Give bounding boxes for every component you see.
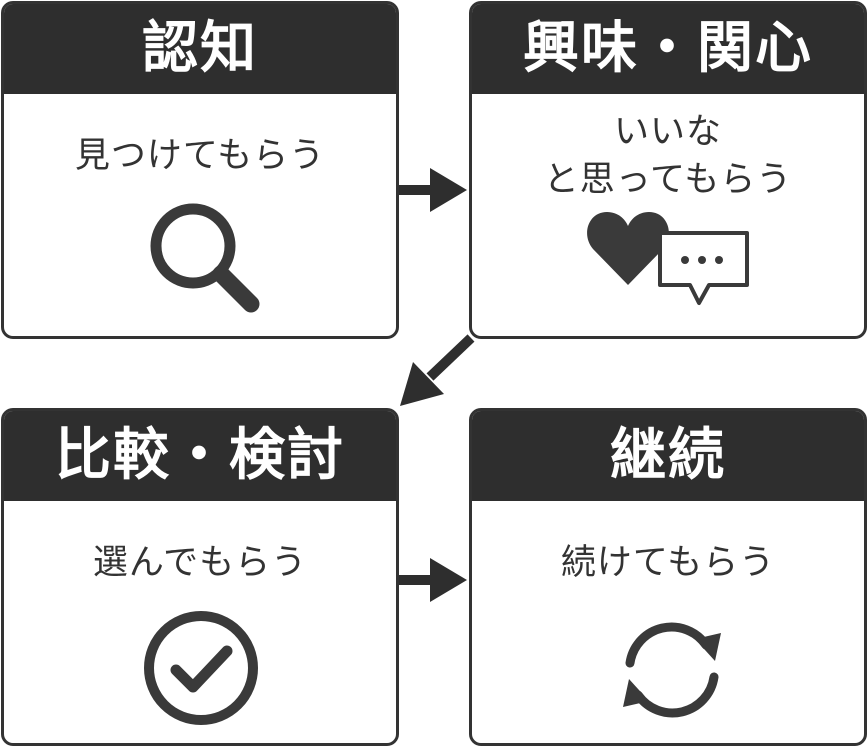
stage-header: 興味・関心 bbox=[472, 4, 864, 94]
stage-title: 興味・関心 bbox=[523, 16, 813, 81]
stage-header: 継続 bbox=[472, 411, 864, 501]
stage-header: 比較・検討 bbox=[4, 411, 396, 501]
stage-description: 見つけてもらう bbox=[74, 136, 326, 176]
stage-header: 認知 bbox=[4, 4, 396, 94]
check-circle-icon bbox=[144, 611, 258, 725]
stage-description: 続けてもらう bbox=[560, 543, 776, 583]
arrow-comparison-to-retention bbox=[399, 558, 467, 602]
stage-title: 継続 bbox=[610, 423, 726, 488]
stage-title: 比較・検討 bbox=[55, 423, 345, 488]
refresh-icon bbox=[623, 622, 721, 718]
heart-chat-icon bbox=[587, 212, 749, 305]
stage-box-retention: 継続 続けてもらう bbox=[469, 408, 867, 746]
stage-box-awareness: 認知 見つけてもらう bbox=[1, 1, 399, 339]
stage-description-line-1: いいな bbox=[613, 112, 722, 152]
arrow-interest-to-comparison bbox=[400, 334, 475, 406]
arrow-awareness-to-interest bbox=[399, 168, 467, 212]
stage-title: 認知 bbox=[142, 16, 258, 81]
stage-box-interest: 興味・関心 いいな と思ってもらう bbox=[469, 1, 867, 339]
stage-description: 選んでもらう bbox=[92, 543, 308, 583]
magnifier-icon bbox=[150, 203, 260, 313]
stage-description-line-2: と思ってもらう bbox=[543, 160, 793, 200]
stage-box-comparison: 比較・検討 選んでもらう bbox=[1, 408, 399, 746]
